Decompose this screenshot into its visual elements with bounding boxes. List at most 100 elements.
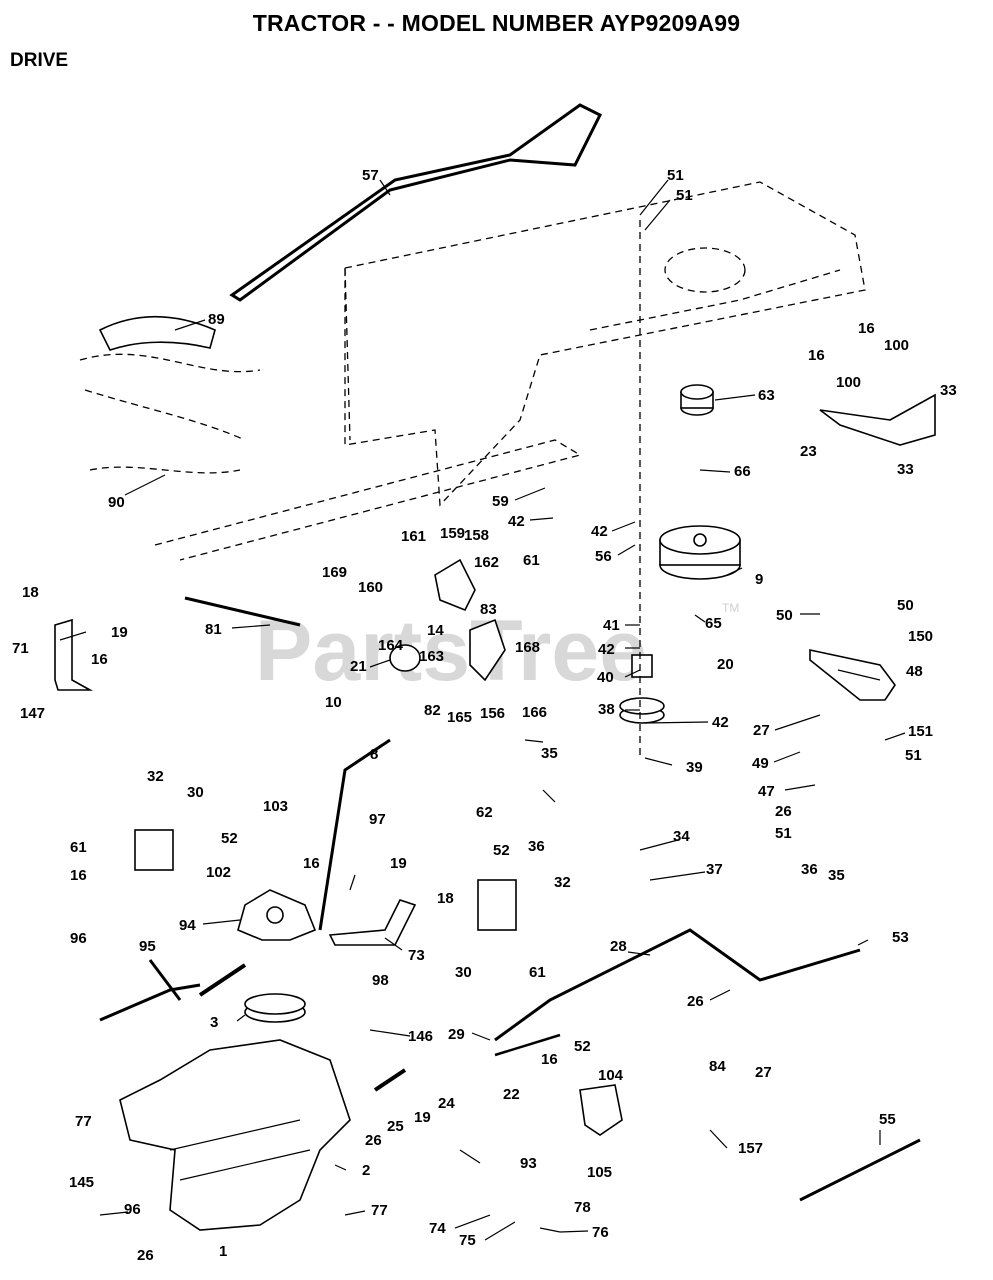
callout-94: 94 [179, 917, 196, 934]
callout-22: 22 [503, 1086, 520, 1103]
callout-53: 53 [892, 929, 909, 946]
callout-10: 10 [325, 694, 342, 711]
callout-73: 73 [408, 947, 425, 964]
callout-21: 21 [350, 658, 367, 675]
callout-14: 14 [427, 622, 444, 639]
callout-36: 36 [528, 838, 545, 855]
callout-51: 51 [905, 747, 922, 764]
watermark-text: PartsTree [255, 603, 647, 699]
callout-28: 28 [610, 938, 627, 955]
callout-50: 50 [897, 597, 914, 614]
callout-160: 160 [358, 579, 383, 596]
page-title: TRACTOR - - MODEL NUMBER AYP9209A99 [252, 10, 741, 36]
callout-146: 146 [408, 1028, 433, 1045]
callout-158: 158 [464, 527, 489, 544]
callout-16: 16 [70, 867, 87, 884]
callout-labels: 57 51 51 89 16 100 16 100 33 63 23 33 66… [12, 167, 957, 1264]
callout-52: 52 [493, 842, 510, 859]
callout-96: 96 [124, 1201, 141, 1218]
spring-25 [373, 1068, 407, 1092]
bracket-30-left [134, 829, 174, 871]
callout-105: 105 [587, 1164, 612, 1181]
callout-163: 163 [419, 648, 444, 665]
callout-157: 157 [738, 1140, 763, 1157]
callout-42: 42 [508, 513, 525, 530]
callout-52: 52 [574, 1038, 591, 1055]
bracket-23 [819, 393, 936, 446]
callout-162: 162 [474, 554, 499, 571]
callout-32: 32 [554, 874, 571, 891]
idler-pulley-63 [680, 384, 714, 416]
bracket-158 [434, 558, 476, 612]
callout-71: 71 [12, 640, 29, 657]
callout-25: 25 [387, 1118, 404, 1135]
callout-93: 93 [520, 1155, 537, 1172]
callout-16: 16 [541, 1051, 558, 1068]
callout-61: 61 [529, 964, 546, 981]
callout-169: 169 [322, 564, 347, 581]
callout-36: 36 [801, 861, 818, 878]
tractor-frame [79, 181, 866, 561]
callout-47: 47 [758, 783, 775, 800]
callout-81: 81 [205, 621, 222, 638]
section-title: DRIVE [10, 50, 69, 71]
drive-belt [229, 103, 603, 302]
knob-21 [389, 644, 421, 672]
rod-22 [494, 1033, 561, 1057]
callout-100: 100 [884, 337, 909, 354]
callout-89: 89 [208, 311, 225, 328]
callout-26: 26 [775, 803, 792, 820]
callout-26: 26 [137, 1247, 154, 1264]
callout-20: 20 [717, 656, 734, 673]
callout-30: 30 [187, 784, 204, 801]
callout-166: 166 [522, 704, 547, 721]
callout-42: 42 [712, 714, 729, 731]
callout-35: 35 [828, 867, 845, 884]
bracket-71 [54, 618, 94, 691]
callout-18: 18 [437, 890, 454, 907]
callout-9: 9 [755, 571, 763, 588]
callout-151: 151 [908, 723, 933, 740]
callout-159: 159 [440, 525, 465, 542]
seat-bracket [98, 316, 216, 351]
callout-38: 38 [598, 701, 615, 718]
callout-102: 102 [206, 864, 231, 881]
callout-2: 2 [362, 1162, 370, 1179]
callout-27: 27 [753, 722, 770, 739]
callout-66: 66 [734, 463, 751, 480]
callout-26: 26 [365, 1132, 382, 1149]
callout-161: 161 [401, 528, 426, 545]
callout-150: 150 [908, 628, 933, 645]
callout-165: 165 [447, 709, 472, 726]
callout-100: 100 [836, 374, 861, 391]
callout-19: 19 [390, 855, 407, 872]
callout-34: 34 [673, 828, 690, 845]
callout-49: 49 [752, 755, 769, 772]
callout-76: 76 [592, 1224, 609, 1241]
callout-104: 104 [598, 1067, 624, 1084]
callout-41: 41 [603, 617, 620, 634]
callout-57: 57 [362, 167, 379, 184]
callout-96: 96 [70, 930, 87, 947]
callout-59: 59 [492, 493, 509, 510]
callout-62: 62 [476, 804, 493, 821]
callout-78: 78 [574, 1199, 591, 1216]
callout-8: 8 [370, 746, 378, 763]
callout-48: 48 [906, 663, 923, 680]
callout-50: 50 [776, 607, 793, 624]
bracket-165 [469, 618, 506, 682]
electric-clutch [659, 525, 741, 580]
callout-98: 98 [372, 972, 389, 989]
callout-23: 23 [800, 443, 817, 460]
leader-lines [59, 179, 906, 1241]
callout-77: 77 [75, 1113, 92, 1130]
callout-3: 3 [210, 1014, 218, 1031]
callout-61: 61 [523, 552, 540, 569]
callout-65: 65 [705, 615, 722, 632]
callout-16: 16 [91, 651, 108, 668]
callout-83: 83 [480, 601, 497, 618]
callout-18: 18 [22, 584, 39, 601]
bracket-104 [579, 1084, 623, 1136]
callout-29: 29 [448, 1026, 465, 1043]
callout-56: 56 [595, 548, 612, 565]
